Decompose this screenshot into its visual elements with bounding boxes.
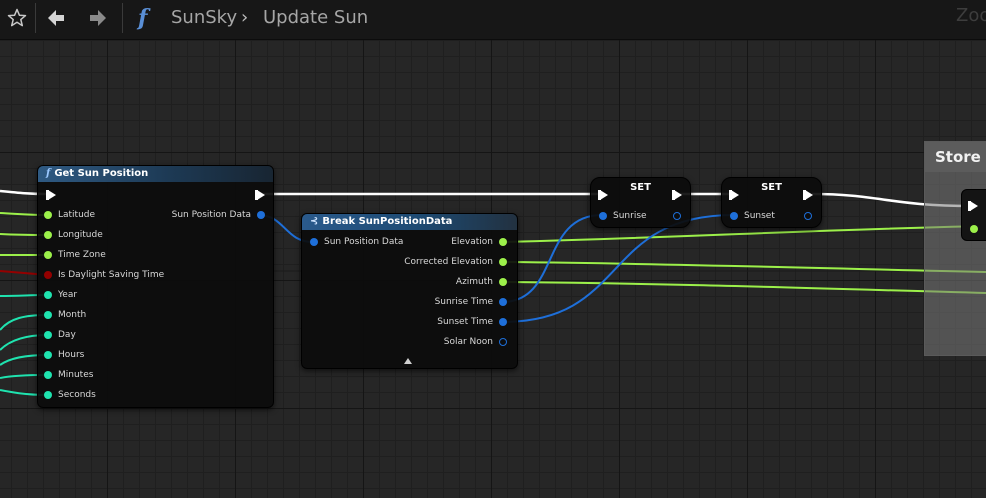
sun-position-data-out-pin[interactable]: Sun Position Data xyxy=(172,208,265,222)
toolbar-separator xyxy=(122,3,123,33)
exec-in-pin[interactable] xyxy=(598,188,608,202)
comment-title: Store t xyxy=(925,142,986,172)
bookmark-button[interactable] xyxy=(4,0,30,36)
sunset-out-pin[interactable] xyxy=(804,209,812,223)
daylight-saving-pin[interactable]: Is Daylight Saving Time xyxy=(44,268,164,282)
corrected-elevation-pin[interactable]: Corrected Elevation xyxy=(404,255,507,269)
latitude-pin[interactable]: Latitude xyxy=(44,208,95,222)
exec-in-pin[interactable] xyxy=(968,201,978,211)
exec-in-pin[interactable] xyxy=(46,188,56,202)
forward-button[interactable] xyxy=(86,0,110,36)
azimuth-pin[interactable]: Azimuth xyxy=(456,275,507,289)
breadcrumb-function[interactable]: Update Sun xyxy=(263,7,369,28)
collapse-arrow-icon[interactable] xyxy=(404,358,412,364)
zoom-readout: Zoom xyxy=(956,5,986,26)
exec-out-pin[interactable] xyxy=(803,188,813,202)
star-icon xyxy=(7,8,27,27)
comment-box[interactable]: Store t xyxy=(924,141,986,356)
get-sun-position-node[interactable]: f Get Sun Position Latitude Longitude Ti… xyxy=(37,165,274,408)
month-pin[interactable]: Month xyxy=(44,308,86,322)
sunset-in-pin[interactable]: Sunset xyxy=(730,209,775,223)
function-icon: f xyxy=(46,168,51,179)
sunrise-time-pin[interactable]: Sunrise Time xyxy=(435,295,507,309)
time-zone-pin[interactable]: Time Zone xyxy=(44,248,106,262)
exec-out-pin[interactable] xyxy=(255,188,265,202)
node-title: Get Sun Position xyxy=(54,168,149,179)
break-sun-position-data-node[interactable]: ⊰ Break SunPositionData Sun Position Dat… xyxy=(301,213,518,369)
break-struct-icon: ⊰ xyxy=(310,216,319,227)
solar-noon-pin[interactable]: Solar Noon xyxy=(444,335,507,349)
set-sunset-node[interactable]: SET Sunset xyxy=(721,177,822,228)
toolbar-separator xyxy=(35,3,36,33)
node-title: Break SunPositionData xyxy=(322,216,453,227)
store-node[interactable] xyxy=(961,189,986,241)
float-in-pin[interactable] xyxy=(970,225,978,233)
minutes-pin[interactable]: Minutes xyxy=(44,368,93,382)
sunrise-in-pin[interactable]: Sunrise xyxy=(599,209,647,223)
back-button[interactable] xyxy=(44,0,68,36)
sun-position-data-in-pin[interactable]: Sun Position Data xyxy=(310,235,403,249)
year-pin[interactable]: Year xyxy=(44,288,77,302)
sunset-time-pin[interactable]: Sunset Time xyxy=(437,315,507,329)
set-sunrise-node[interactable]: SET Sunrise xyxy=(590,177,691,228)
node-header: ⊰ Break SunPositionData xyxy=(302,214,517,230)
day-pin[interactable]: Day xyxy=(44,328,76,342)
node-header: f Get Sun Position xyxy=(38,166,273,182)
breadcrumb-blueprint[interactable]: SunSky xyxy=(171,7,238,28)
longitude-pin[interactable]: Longitude xyxy=(44,228,103,242)
breadcrumb-separator-icon: › xyxy=(241,7,249,28)
exec-out-pin[interactable] xyxy=(672,188,682,202)
elevation-pin[interactable]: Elevation xyxy=(451,235,507,249)
function-icon: f xyxy=(134,0,156,36)
node-title: SET xyxy=(630,182,651,193)
node-title: SET xyxy=(761,182,782,193)
graph-toolbar: f SunSky › Update Sun Zoom xyxy=(0,0,986,40)
svg-text:f: f xyxy=(136,5,151,31)
arrow-left-icon xyxy=(48,10,64,26)
seconds-pin[interactable]: Seconds xyxy=(44,388,96,402)
sunrise-out-pin[interactable] xyxy=(673,209,681,223)
hours-pin[interactable]: Hours xyxy=(44,348,84,362)
arrow-right-icon xyxy=(90,10,106,26)
exec-in-pin[interactable] xyxy=(729,188,739,202)
